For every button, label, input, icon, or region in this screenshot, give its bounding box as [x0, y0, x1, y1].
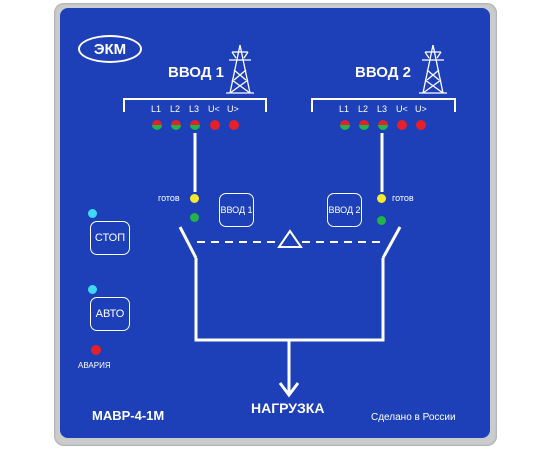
load-label: НАГРУЗКА: [251, 400, 325, 416]
model-label: МАВР-4-1М: [92, 408, 165, 423]
phase-l1-led: [152, 120, 162, 130]
power-tower-icon: [226, 44, 254, 94]
phase-label: L3: [189, 104, 200, 114]
input-1-bracket: [123, 98, 267, 112]
ready-label: готов: [392, 193, 414, 203]
ready-led: [377, 194, 386, 203]
phase-label: U<: [208, 104, 220, 114]
phase-label: U<: [396, 104, 408, 114]
alarm-led: [91, 345, 101, 355]
phase-label: L1: [339, 104, 350, 114]
phase-l1-led: [340, 120, 350, 130]
input-2-title: ВВОД 2: [355, 64, 411, 81]
stop-button[interactable]: СТОП: [90, 221, 130, 255]
phase-l3-led: [190, 120, 200, 130]
phase-label: L1: [151, 104, 162, 114]
input-1-button[interactable]: ВВОД 1: [219, 193, 254, 227]
logo-text: ЭКМ: [93, 40, 127, 58]
input-1-title: ВВОД 1: [168, 64, 224, 81]
made-in-label: Сделано в России: [371, 412, 456, 423]
phase-label: L3: [377, 104, 388, 114]
control-panel: [60, 8, 490, 438]
auto-led: [88, 285, 97, 294]
alarm-label: АВАРИЯ: [78, 361, 111, 370]
ready-label: готов: [158, 193, 180, 203]
ready-led: [190, 194, 199, 203]
interlock-triangle-icon: [277, 229, 303, 248]
input-2-button[interactable]: ВВОД 2: [327, 193, 362, 227]
overvoltage-led: [416, 120, 426, 130]
phase-l2-led: [171, 120, 181, 130]
arrow-down-icon: [278, 382, 300, 398]
phase-l3-led: [378, 120, 388, 130]
input-2-button-label: ВВОД 2: [328, 205, 361, 215]
switch-on-led: [377, 216, 386, 225]
undervoltage-led: [397, 120, 407, 130]
stop-button-label: СТОП: [94, 232, 126, 244]
phase-label: U>: [415, 104, 427, 114]
input-2-bracket: [311, 98, 456, 112]
input-1-button-label: ВВОД 1: [220, 205, 253, 215]
auto-button[interactable]: АВТО: [90, 297, 130, 331]
undervoltage-led: [210, 120, 220, 130]
auto-button-label: АВТО: [95, 308, 125, 320]
phase-label: L2: [170, 104, 181, 114]
phase-label: L2: [358, 104, 369, 114]
overvoltage-led: [229, 120, 239, 130]
stop-led: [88, 209, 97, 218]
phase-label: U>: [227, 104, 239, 114]
phase-l2-led: [359, 120, 369, 130]
power-tower-icon: [419, 44, 447, 94]
brand-logo: ЭКМ: [78, 35, 142, 63]
switch-on-led: [190, 213, 199, 222]
